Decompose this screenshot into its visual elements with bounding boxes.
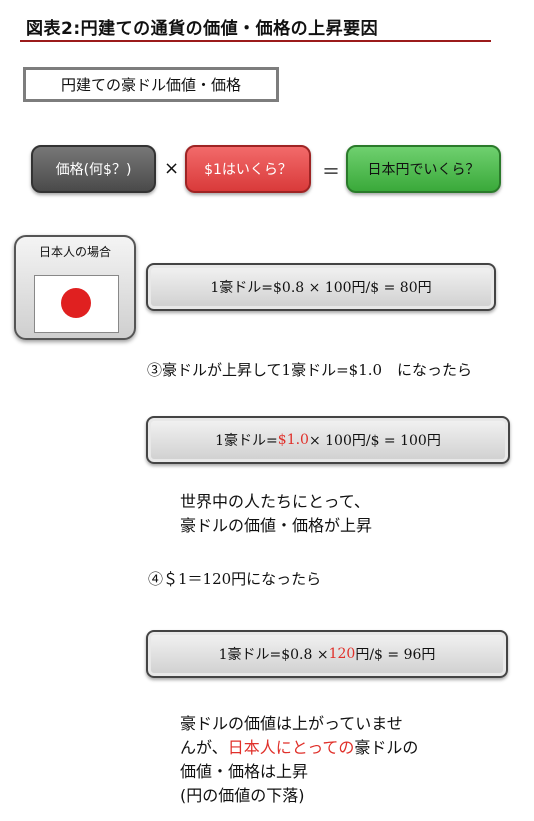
equation-2-prefix: 1豪ドル= [215,433,278,449]
equation-1-text: 1豪ドル=$0.8 × 100円/$ = 80円 [210,280,432,296]
equation-3-prefix: 1豪ドル=$0.8 × [218,647,329,663]
yen-pill-label: 日本円でいくら？ [367,162,480,178]
title-underline [20,40,491,42]
japan-card-label: 日本人の場合 [38,245,111,259]
comment-2-line-1: 豪ドルの価値は上がっていませ [180,714,403,733]
subtitle-box: 円建ての豪ドル価値・価格 [23,67,279,102]
comment-2-line-3: 価値・価格は上昇 [180,762,309,781]
flag-sun [61,288,91,318]
comment-2: 豪ドルの価値は上がっていませ んが、日本人にとっての豪ドルの 価値・価格は上昇 … [180,712,418,808]
step-3-text: ③豪ドルが上昇して1豪ドル=$1.0 になったら [147,361,473,379]
equation-box-2: 1豪ドル=$1.0 × 100円/$ = 100円 [146,416,510,464]
rate-pill-label: $1はいくら？ [204,162,292,178]
rate-pill: $1はいくら？ [185,145,311,193]
comment-2-line-2-prefix: んが、 [180,738,228,757]
comment-2-line-2: んが、日本人にとっての豪ドルの [180,736,418,760]
times-operator: × [164,158,180,179]
comment-1-line-2: 豪ドルの価値・価格が上昇 [180,516,373,535]
comment-1-line-1: 世界中の人たちにとって、 [180,492,370,511]
equation-3-suffix: 円/$ = 96円 [355,647,436,663]
comment-1: 世界中の人たちにとって、 豪ドルの価値・価格が上昇 [180,490,372,538]
equation-2-highlight: $1.0 [277,432,309,448]
japan-card: 日本人の場合 [14,235,136,340]
equals-operator: ＝ [322,162,340,183]
price-pill-label: 価格(何$？) [55,162,132,178]
step-4-text: ④＄1＝120円になったら [148,570,322,588]
comment-2-line-2-highlight: 日本人にとっての [227,738,355,757]
subtitle-text: 円建ての豪ドル価値・価格 [60,76,241,94]
price-pill: 価格(何$？) [31,145,156,193]
comment-2-line-2-suffix: 豪ドルの [354,738,419,757]
equation-box-1: 1豪ドル=$0.8 × 100円/$ = 80円 [146,263,496,311]
page-title: 図表2:円建ての通貨の価値・価格の上昇要因 [26,19,379,39]
yen-pill: 日本円でいくら？ [346,145,501,193]
equation-2-suffix: × 100円/$ = 100円 [308,433,441,449]
japan-flag-icon [34,275,119,333]
comment-2-line-4: (円の価値の下落) [180,786,305,805]
equation-3-highlight: 120 [328,646,356,662]
